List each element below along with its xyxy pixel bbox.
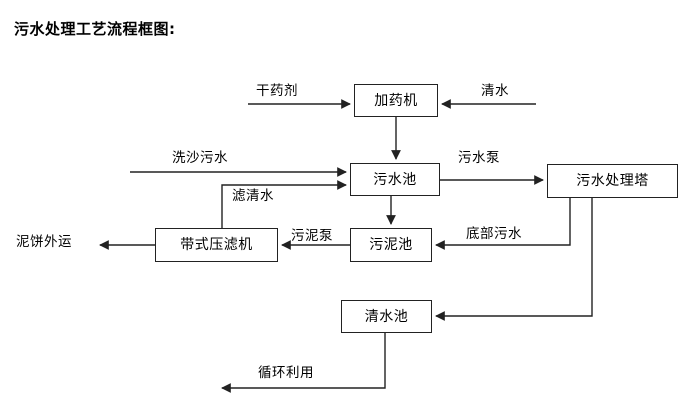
node-belt-filter-press[interactable]: 带式压滤机 — [155, 228, 278, 262]
edge-label-filtered-water: 滤清水 — [232, 188, 274, 204]
page-title: 污水处理工艺流程框图: — [14, 20, 176, 38]
terminal-clean-water: 清水 — [481, 83, 509, 99]
node-label: 清水池 — [364, 308, 409, 325]
edge-label-sludge-pump: 污泥泵 — [291, 228, 333, 244]
node-label: 污水池 — [373, 171, 417, 188]
edge-treatment-tower-to-clear-water-pool — [435, 198, 593, 321]
node-label: 污泥池 — [369, 237, 413, 253]
edge-label-wastewater-pump: 污水泵 — [458, 150, 500, 166]
node-sludge-pool[interactable]: 污泥池 — [350, 228, 432, 262]
edge-belt-filter-press-to-wastewater-pool — [221, 180, 347, 228]
terminal-sand-wash-water: 洗沙污水 — [172, 150, 228, 166]
edge-treatment-tower-to-sludge-pool — [435, 198, 571, 250]
node-clear-water-pool[interactable]: 清水池 — [341, 300, 432, 333]
terminal-dry-chemical: 干药剂 — [256, 83, 298, 99]
edge-label-bottom-wastewater: 底部污水 — [466, 226, 522, 242]
edge-clear-water-pool-to-recycle-output — [221, 333, 386, 393]
node-dosing-machine[interactable]: 加药机 — [354, 84, 438, 117]
node-label: 加药机 — [374, 92, 418, 109]
terminal-mud-cake-out: 泥饼外运 — [16, 234, 72, 250]
node-label: 污水处理塔 — [576, 173, 649, 189]
node-label: 带式压滤机 — [180, 237, 253, 253]
node-wastewater-pool[interactable]: 污水池 — [350, 163, 440, 196]
node-treatment-tower[interactable]: 污水处理塔 — [547, 164, 678, 198]
edge-label-recycle-reuse: 循环利用 — [258, 365, 314, 381]
